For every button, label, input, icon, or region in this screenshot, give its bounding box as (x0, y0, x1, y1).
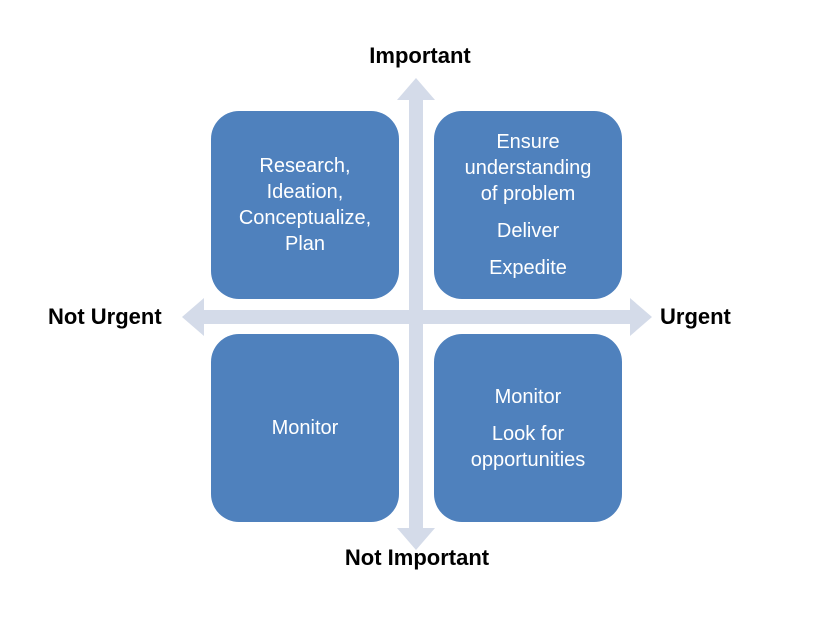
quadrant-important-not-urgent: Research, Ideation, Conceptualize, Plan (211, 111, 399, 299)
quadrant-text-line: Monitor (494, 385, 562, 408)
axis-label-urgent: Urgent (660, 304, 731, 329)
quadrant-text-line: Ensure (496, 131, 560, 153)
quadrant-not-important-not-urgent: Monitor (211, 334, 399, 522)
up-arrow-head (397, 78, 435, 100)
quadrant-important-urgent: Ensure understanding of problem Deliver … (434, 111, 622, 299)
axis-label-not-important: Not Important (344, 545, 490, 570)
quadrant-text-line: Look for (491, 422, 565, 445)
quadrant-text-line: of problem (480, 183, 576, 205)
quadrant-not-important-urgent: Monitor Look for opportunities (434, 334, 622, 522)
quadrant-text-line: understanding (464, 157, 592, 179)
quadrant-text-line: opportunities (470, 448, 586, 471)
quadrant-text-line: Monitor (271, 417, 339, 439)
down-arrow-head (397, 528, 435, 550)
quadrant-text-line: Conceptualize, (238, 207, 372, 229)
horizontal-axis-shaft (200, 310, 634, 324)
axis-label-important: Important (369, 43, 471, 68)
quadrant-text-line: Ideation, (266, 181, 344, 203)
axis-label-not-urgent: Not Urgent (48, 304, 162, 329)
quadrant-text-line: Plan (284, 233, 326, 255)
quadrant-text-line: Research, (259, 155, 351, 177)
quadrant-text-line: Deliver (496, 220, 560, 242)
left-arrow-head (182, 298, 204, 336)
right-arrow-head (630, 298, 652, 336)
quadrant-text-line: Expedite (489, 257, 567, 279)
